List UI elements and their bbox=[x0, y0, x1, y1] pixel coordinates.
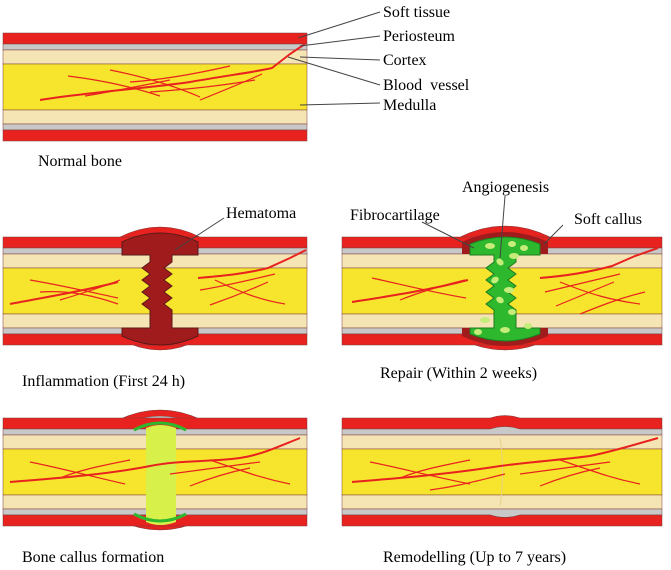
cortex-top bbox=[2, 49, 308, 65]
label-angiogenesis: Angiogenesis bbox=[462, 179, 549, 196]
caption-inflammation: Inflammation (First 24 h) bbox=[22, 373, 185, 390]
inflammation-panel: Hematoma Inflammation (First 24 h) bbox=[2, 205, 308, 390]
blood-vessel-network bbox=[39, 43, 306, 101]
callus-vessels bbox=[9, 437, 301, 487]
periosteum-top bbox=[2, 43, 308, 51]
caption-remodelling: Remodelling (Up to 7 years) bbox=[383, 549, 566, 566]
repair-leaders bbox=[421, 195, 564, 259]
soft-tissue-bottom bbox=[2, 129, 308, 142]
repair-vessels bbox=[351, 247, 659, 315]
soft-tissue-top bbox=[2, 32, 308, 45]
callus-rim-bottom bbox=[133, 512, 187, 523]
bone-callus-panel: Bone callus formation bbox=[2, 409, 308, 566]
cortex-bottom bbox=[2, 109, 308, 125]
hard-callus bbox=[146, 425, 176, 525]
inflammation-vessels bbox=[9, 249, 307, 306]
label-blood-vessel: Blood vessel bbox=[383, 77, 470, 94]
caption-repair: Repair (Within 2 weeks) bbox=[380, 365, 537, 382]
caption-bone-callus: Bone callus formation bbox=[22, 549, 164, 566]
hematoma-leader bbox=[174, 217, 225, 251]
label-fibrocartilage: Fibrocartilage bbox=[350, 207, 440, 224]
remodelling-panel: Remodelling (Up to 7 years) bbox=[341, 415, 663, 566]
label-medulla: Medulla bbox=[383, 97, 436, 114]
angiogenesis-dots bbox=[474, 241, 532, 335]
remodelling-bone-shaft bbox=[341, 415, 663, 527]
normal-bone-leader-lines bbox=[287, 11, 381, 106]
normal-bone-panel: Soft tissue Periosteum Cortex Blood vess… bbox=[2, 4, 470, 170]
label-soft-tissue: Soft tissue bbox=[383, 4, 450, 21]
callus-rim-top bbox=[133, 421, 187, 432]
repair-panel: Angiogenesis Fibrocartilage Soft callus … bbox=[341, 179, 663, 382]
label-periosteum: Periosteum bbox=[383, 28, 456, 45]
label-hematoma: Hematoma bbox=[226, 205, 296, 222]
periosteum-bottom bbox=[2, 123, 308, 131]
remodel-seam bbox=[499, 437, 503, 507]
caption-normal-bone: Normal bone bbox=[38, 153, 122, 170]
remodelling-vessels bbox=[351, 437, 659, 491]
label-soft-callus: Soft callus bbox=[574, 211, 642, 228]
label-cortex: Cortex bbox=[383, 52, 427, 69]
hematoma bbox=[121, 232, 199, 346]
